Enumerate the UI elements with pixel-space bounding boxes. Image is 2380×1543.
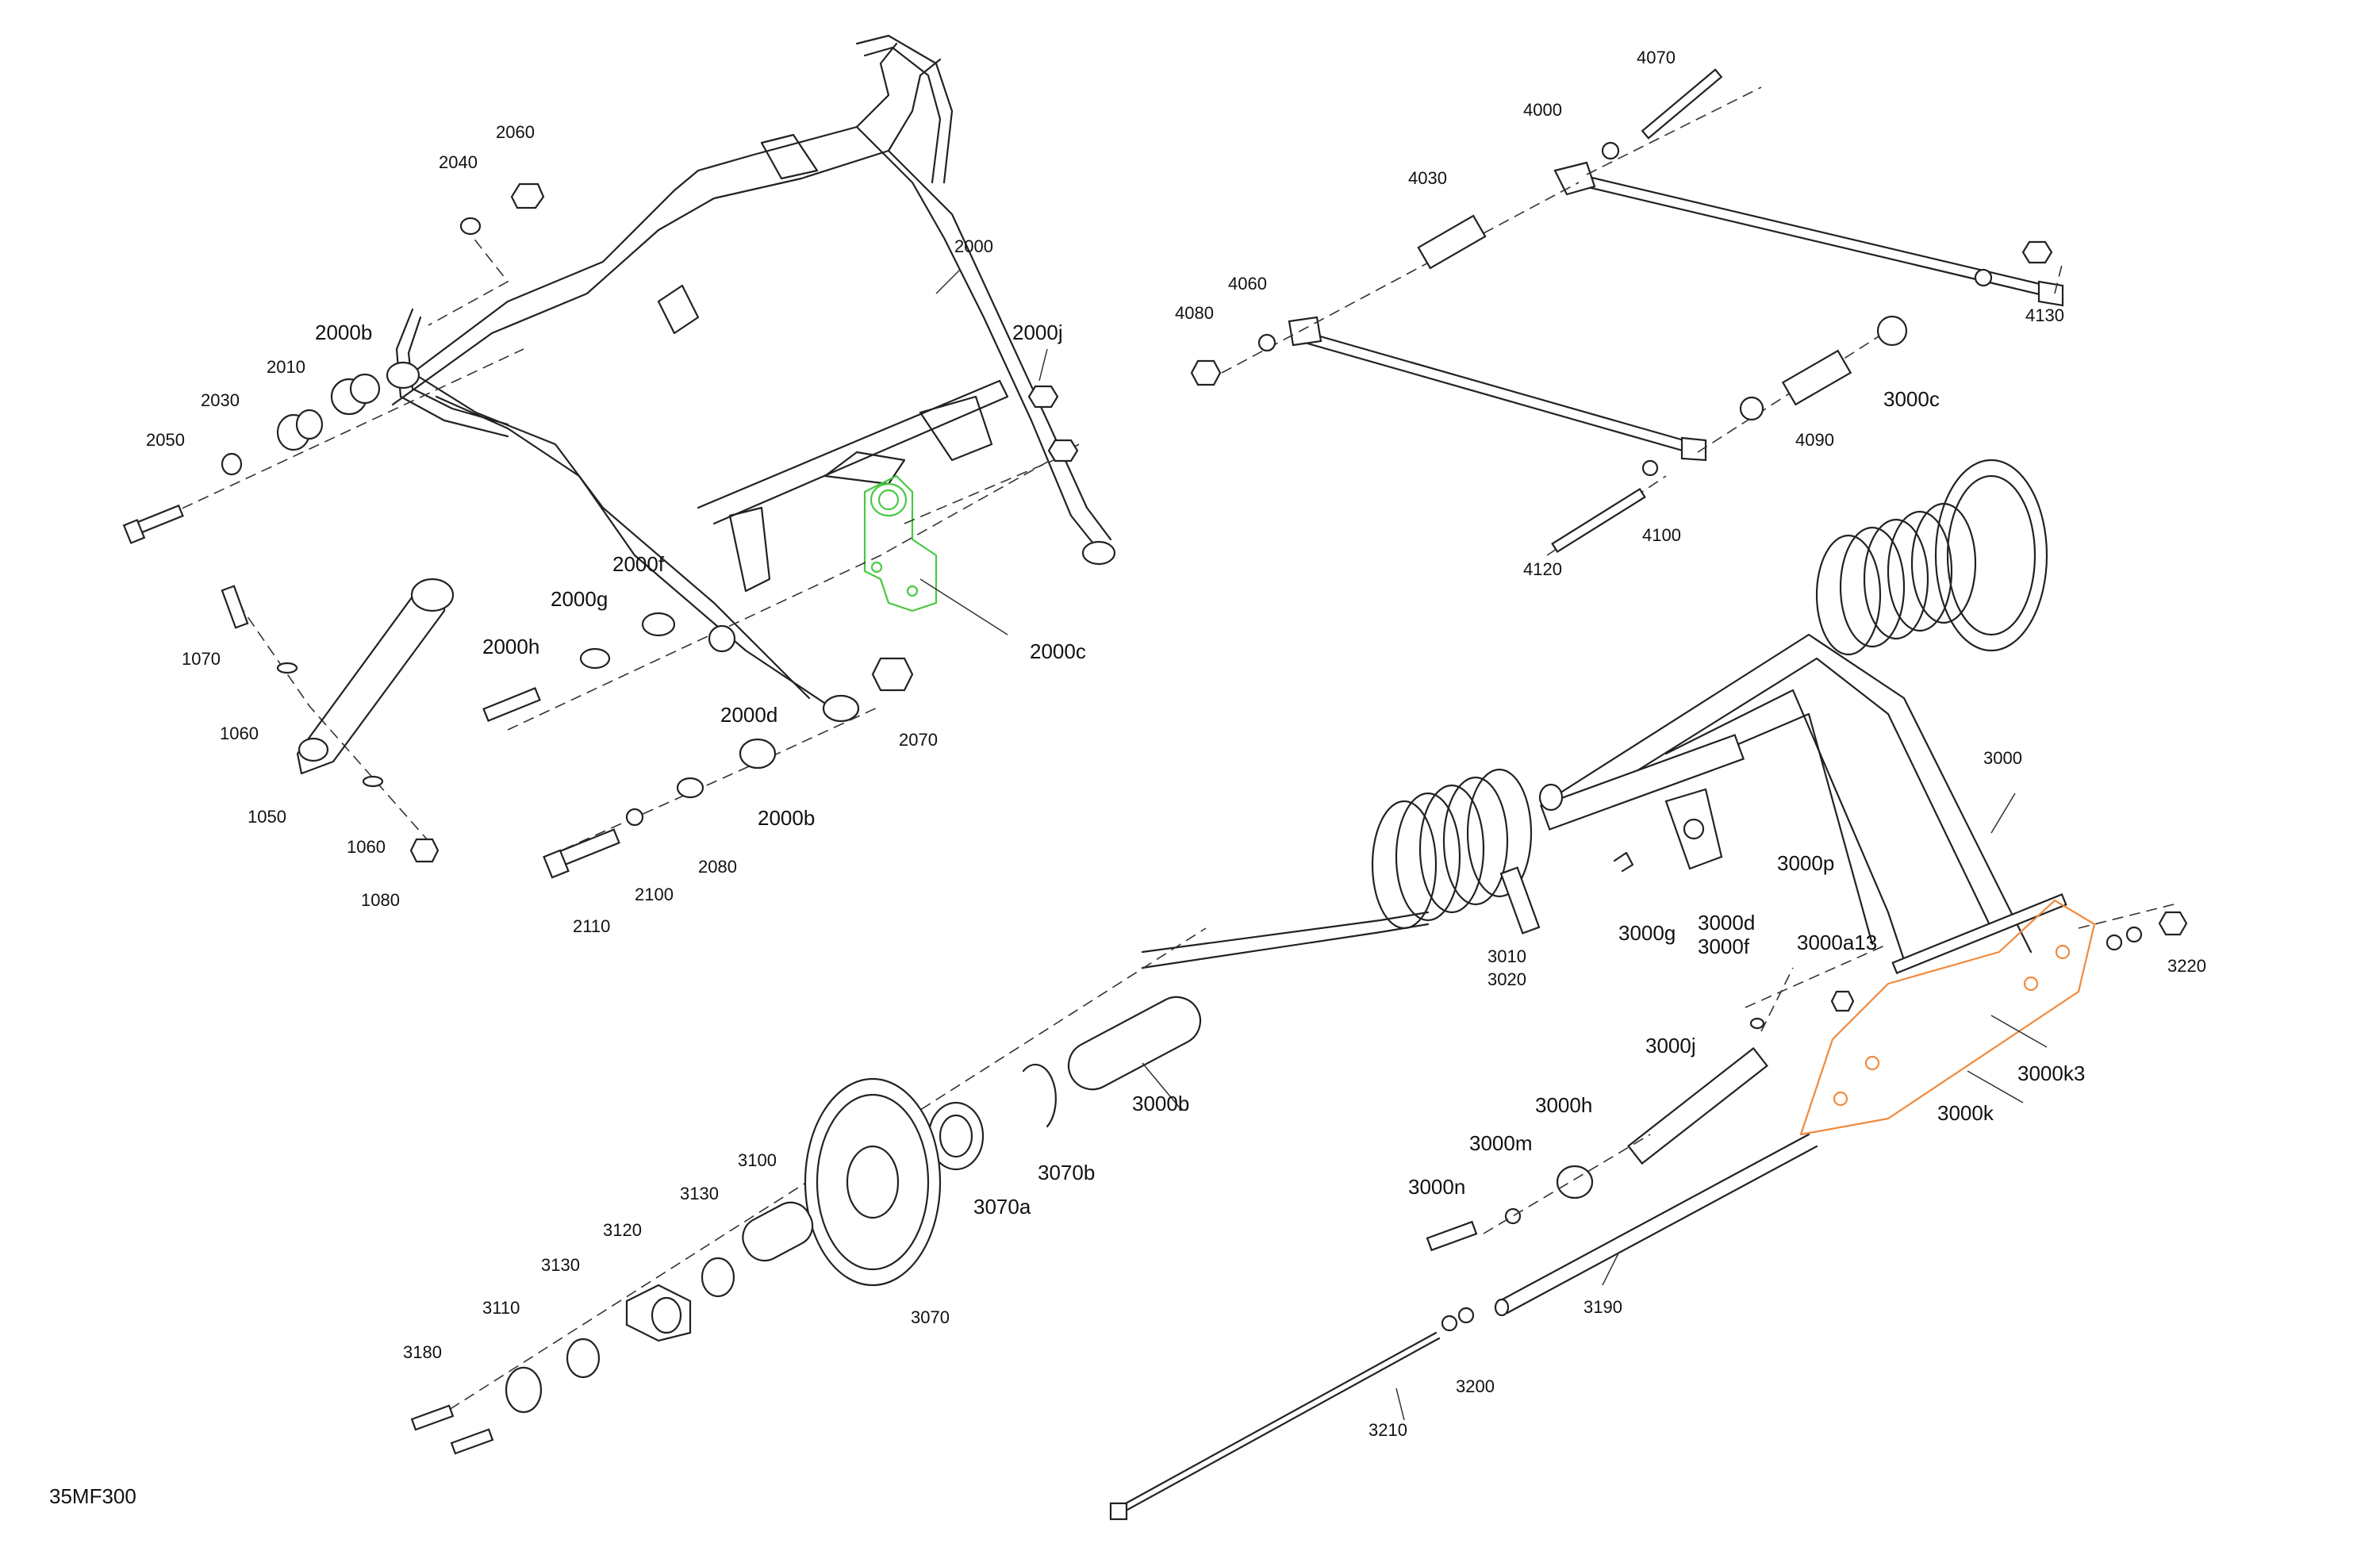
callout-3220: 3220 xyxy=(2167,956,2206,976)
callout-3120: 3120 xyxy=(603,1220,642,1240)
callout-3130-top: 3130 xyxy=(680,1184,719,1203)
callout-2000h: 2000h xyxy=(482,635,539,658)
callout-3100: 3100 xyxy=(738,1150,777,1170)
callout-2040: 2040 xyxy=(439,152,478,172)
callout-2050: 2050 xyxy=(146,430,185,450)
leader-lines xyxy=(935,269,2048,1421)
callout-4030: 4030 xyxy=(1408,168,1447,188)
callout-2000b-top: 2000b xyxy=(315,320,372,344)
callout-2100: 2100 xyxy=(635,885,674,904)
callout-3000: 3000 xyxy=(1983,748,2022,768)
callout-4060: 4060 xyxy=(1228,274,1267,294)
callout-2000: 2000 xyxy=(954,236,993,256)
callout-4120: 4120 xyxy=(1523,559,1562,579)
callout-3000j: 3000j xyxy=(1645,1034,1696,1057)
callout-4080: 4080 xyxy=(1175,303,1214,323)
callout-2070: 2070 xyxy=(899,730,938,750)
front-arm-assembly xyxy=(386,34,1116,723)
callout-3000g: 3000g xyxy=(1618,921,1676,945)
callout-2080: 2080 xyxy=(698,857,737,877)
callout-3070b: 3070b xyxy=(1038,1161,1095,1184)
callout-1050: 1050 xyxy=(248,807,286,827)
callout-3000n: 3000n xyxy=(1408,1175,1465,1199)
callout-3000a13: 3000a13 xyxy=(1797,931,1877,954)
callout-3000m: 3000m xyxy=(1469,1131,1533,1155)
callout-2030: 2030 xyxy=(201,390,240,410)
callout-3000b: 3000b xyxy=(1132,1092,1189,1115)
callout-3200: 3200 xyxy=(1456,1376,1495,1396)
callout-labels: 2000 2000b 2000j 2010 2030 2040 2050 206… xyxy=(49,48,2206,1508)
callout-2000c: 2000c xyxy=(1030,639,1086,663)
callout-2110: 2110 xyxy=(573,916,610,936)
callout-3000c: 3000c xyxy=(1883,387,1940,411)
tie-rod-assembly xyxy=(1190,68,2064,556)
callout-1060-top: 1060 xyxy=(220,724,259,743)
callout-2000d: 2000d xyxy=(720,703,777,727)
front-arm-hardware xyxy=(122,182,1080,879)
callout-1070: 1070 xyxy=(182,649,221,669)
callout-3000d: 3000d xyxy=(1698,911,1755,935)
callout-2060: 2060 xyxy=(496,122,535,142)
callout-3020: 3020 xyxy=(1488,969,1526,989)
callout-2000b-bottom: 2000b xyxy=(758,806,815,830)
callout-2000f: 2000f xyxy=(612,552,665,576)
callout-2010: 2010 xyxy=(267,357,305,377)
callout-3010: 3010 xyxy=(1488,946,1526,966)
callout-3180: 3180 xyxy=(403,1342,442,1362)
callout-3070a: 3070a xyxy=(973,1195,1031,1219)
rear-arm-assembly xyxy=(1109,459,2188,1521)
plate-3000k-highlight xyxy=(1799,899,2096,1136)
callout-1080: 1080 xyxy=(361,890,400,910)
callout-3190: 3190 xyxy=(1583,1297,1622,1317)
callout-3000k: 3000k xyxy=(1937,1101,1994,1125)
callout-3210: 3210 xyxy=(1368,1420,1407,1440)
callout-4070: 4070 xyxy=(1637,48,1676,67)
callout-4130: 4130 xyxy=(2025,305,2064,325)
callout-3110: 3110 xyxy=(482,1298,520,1318)
callout-3000p: 3000p xyxy=(1777,851,1834,875)
pulley-assembly-3070 xyxy=(410,927,1207,1455)
callout-2000g: 2000g xyxy=(551,587,608,611)
callout-3000h: 3000h xyxy=(1535,1093,1592,1117)
link-assembly-1050 xyxy=(221,578,455,863)
callout-2000j: 2000j xyxy=(1012,320,1063,344)
callout-3070: 3070 xyxy=(911,1307,950,1327)
callout-1060-bottom: 1060 xyxy=(347,837,386,857)
callout-3130-bottom: 3130 xyxy=(541,1255,580,1275)
callout-4100: 4100 xyxy=(1642,525,1681,545)
callout-4090: 4090 xyxy=(1795,430,1834,450)
callout-3000f: 3000f xyxy=(1698,935,1750,958)
drawing-code: 35MF300 xyxy=(49,1484,136,1508)
callout-3000k3: 3000k3 xyxy=(2017,1061,2085,1085)
callout-4000: 4000 xyxy=(1523,100,1562,120)
bracket-2000c-highlight xyxy=(863,474,1008,635)
